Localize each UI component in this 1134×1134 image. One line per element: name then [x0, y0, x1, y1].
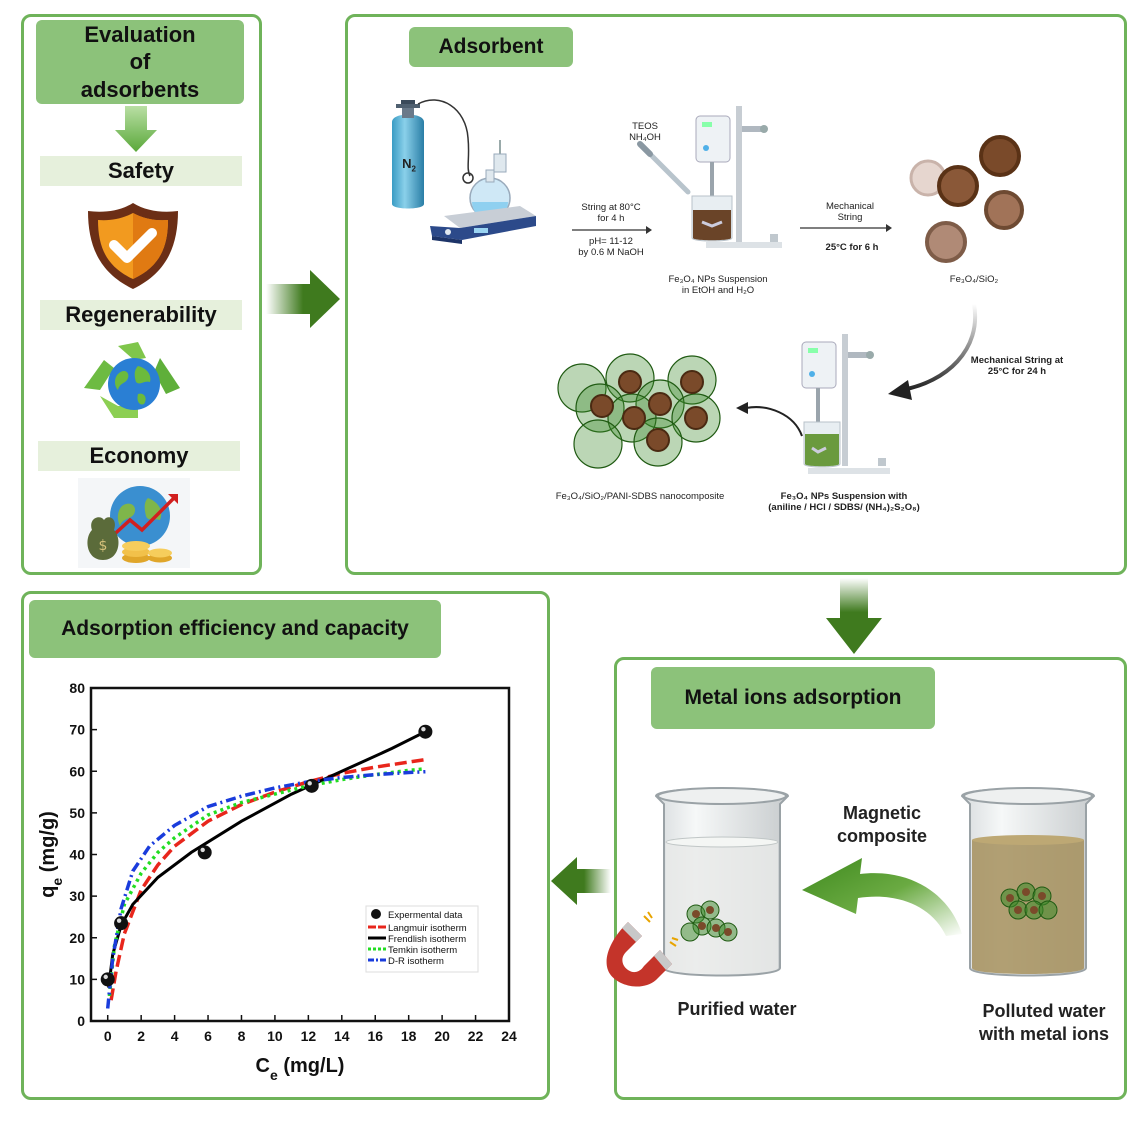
y-tick-label: 10 — [69, 971, 85, 987]
left-arrow-icon — [551, 857, 611, 905]
x-tick-label: 2 — [137, 1028, 145, 1044]
experimental-point-highlight — [116, 918, 122, 923]
y-tick-label: 50 — [69, 805, 85, 821]
curved-arrow-icon — [888, 303, 978, 400]
step2-arrow-icon — [800, 224, 892, 232]
svg-text:$: $ — [99, 538, 108, 554]
overhead-stirrer-2-icon — [801, 334, 890, 474]
x-tick-label: 12 — [301, 1028, 317, 1044]
y-tick-label: 0 — [77, 1013, 85, 1029]
purified-water-label: Purified water — [677, 999, 797, 1019]
x-tick-label: 8 — [238, 1028, 246, 1044]
fe3o4-sio2-label: Fe₃O₄/SiO₂ — [949, 274, 999, 285]
safety-label: Safety — [40, 156, 242, 186]
x-tick-label: 14 — [334, 1028, 350, 1044]
purified-water-beaker — [654, 787, 790, 977]
pipette-icon — [637, 141, 691, 195]
series-line-d-r-isotherm — [105, 769, 426, 1009]
adsorbent-title: Adsorbent — [409, 27, 573, 67]
experimental-point — [114, 916, 129, 931]
suspension2-label: Fe₃O₄ NPs Suspension with(aniline / HCl … — [768, 491, 920, 514]
fe3o4-sio2-particles — [909, 135, 1024, 263]
experimental-point-highlight — [421, 727, 426, 732]
evaluation-title-text: Evaluation of adsorbents — [80, 21, 200, 102]
polluted-water-label: Polluted water with metal ions — [978, 1001, 1110, 1045]
overhead-stirrer-1-icon — [691, 106, 782, 248]
x-tick-label: 4 — [171, 1028, 179, 1044]
polluted-water-beaker — [960, 787, 1096, 977]
regenerability-label: Regenerability — [40, 300, 242, 330]
experimental-point — [100, 972, 115, 987]
right-arrow-icon — [266, 270, 340, 328]
x-axis-title: Ce (mg/L) — [256, 1055, 345, 1083]
y-tick-label: 30 — [69, 888, 85, 904]
x-tick-label: 24 — [501, 1028, 517, 1044]
chart-panel-title: Adsorption efficiency and capacity — [29, 600, 441, 658]
down-big-arrow-icon — [826, 578, 882, 654]
x-tick-label: 22 — [468, 1028, 484, 1044]
experimental-point-highlight — [200, 847, 205, 853]
nanocomposite-label: Fe₃O₄/SiO₂/PANI-SDBS nanocomposite — [555, 491, 725, 502]
series-line-temkin-isotherm — [107, 767, 426, 997]
evaluation-title: Evaluation of adsorbents — [36, 20, 244, 104]
recycle-globe-icon — [84, 342, 180, 418]
legend-label: Langmuir isotherm — [388, 923, 467, 934]
economy-label: Economy — [38, 441, 240, 471]
shield-check-icon — [88, 203, 178, 289]
down-arrow-icon — [115, 106, 157, 152]
hot-plate-stirrer-icon — [430, 140, 536, 244]
legend-label: Frendlish isotherm — [388, 934, 466, 945]
experimental-point — [197, 845, 212, 860]
legend-label: D-R isotherm — [388, 956, 444, 967]
x-tick-label: 10 — [267, 1028, 283, 1044]
legend-label-experimental: Expermental data — [388, 910, 463, 921]
metal-panel-title: Metal ions adsorption — [651, 667, 935, 729]
y-tick-label: 20 — [69, 930, 85, 946]
nitrogen-cylinder-icon — [392, 100, 424, 209]
chart-panel — [21, 591, 550, 1100]
y-tick-label: 40 — [69, 847, 85, 863]
experimental-point — [418, 724, 433, 739]
y-tick-label: 80 — [69, 680, 85, 696]
y-axis-title: qe (mg/g) — [37, 811, 65, 898]
n2-label: N2 — [402, 156, 416, 174]
experimental-point-highlight — [307, 781, 312, 786]
legend-marker-experimental — [371, 909, 381, 919]
step1-arrow-icon — [572, 226, 652, 234]
nanocomposite-cluster — [557, 353, 721, 469]
magnetic-composite-label: Magnetic composite — [836, 803, 928, 847]
x-tick-label: 0 — [104, 1028, 112, 1044]
y-tick-label: 60 — [69, 763, 85, 779]
magnet-icon — [606, 911, 679, 987]
x-tick-label: 16 — [367, 1028, 383, 1044]
step2-bottom-label: 25°C for 6 h — [825, 242, 879, 253]
to-nanocomposite-arrow-icon — [736, 402, 803, 437]
money-globe-icon: $ — [78, 478, 190, 568]
legend-label: Temkin isotherm — [388, 945, 457, 956]
experimental-point-highlight — [103, 974, 108, 980]
magnetic-composite-arrow-icon — [802, 858, 962, 936]
y-tick-label: 70 — [69, 722, 85, 738]
x-tick-label: 20 — [434, 1028, 450, 1044]
experimental-point — [304, 778, 319, 793]
gas-hose — [417, 99, 471, 177]
x-tick-label: 6 — [204, 1028, 212, 1044]
x-tick-label: 18 — [401, 1028, 417, 1044]
